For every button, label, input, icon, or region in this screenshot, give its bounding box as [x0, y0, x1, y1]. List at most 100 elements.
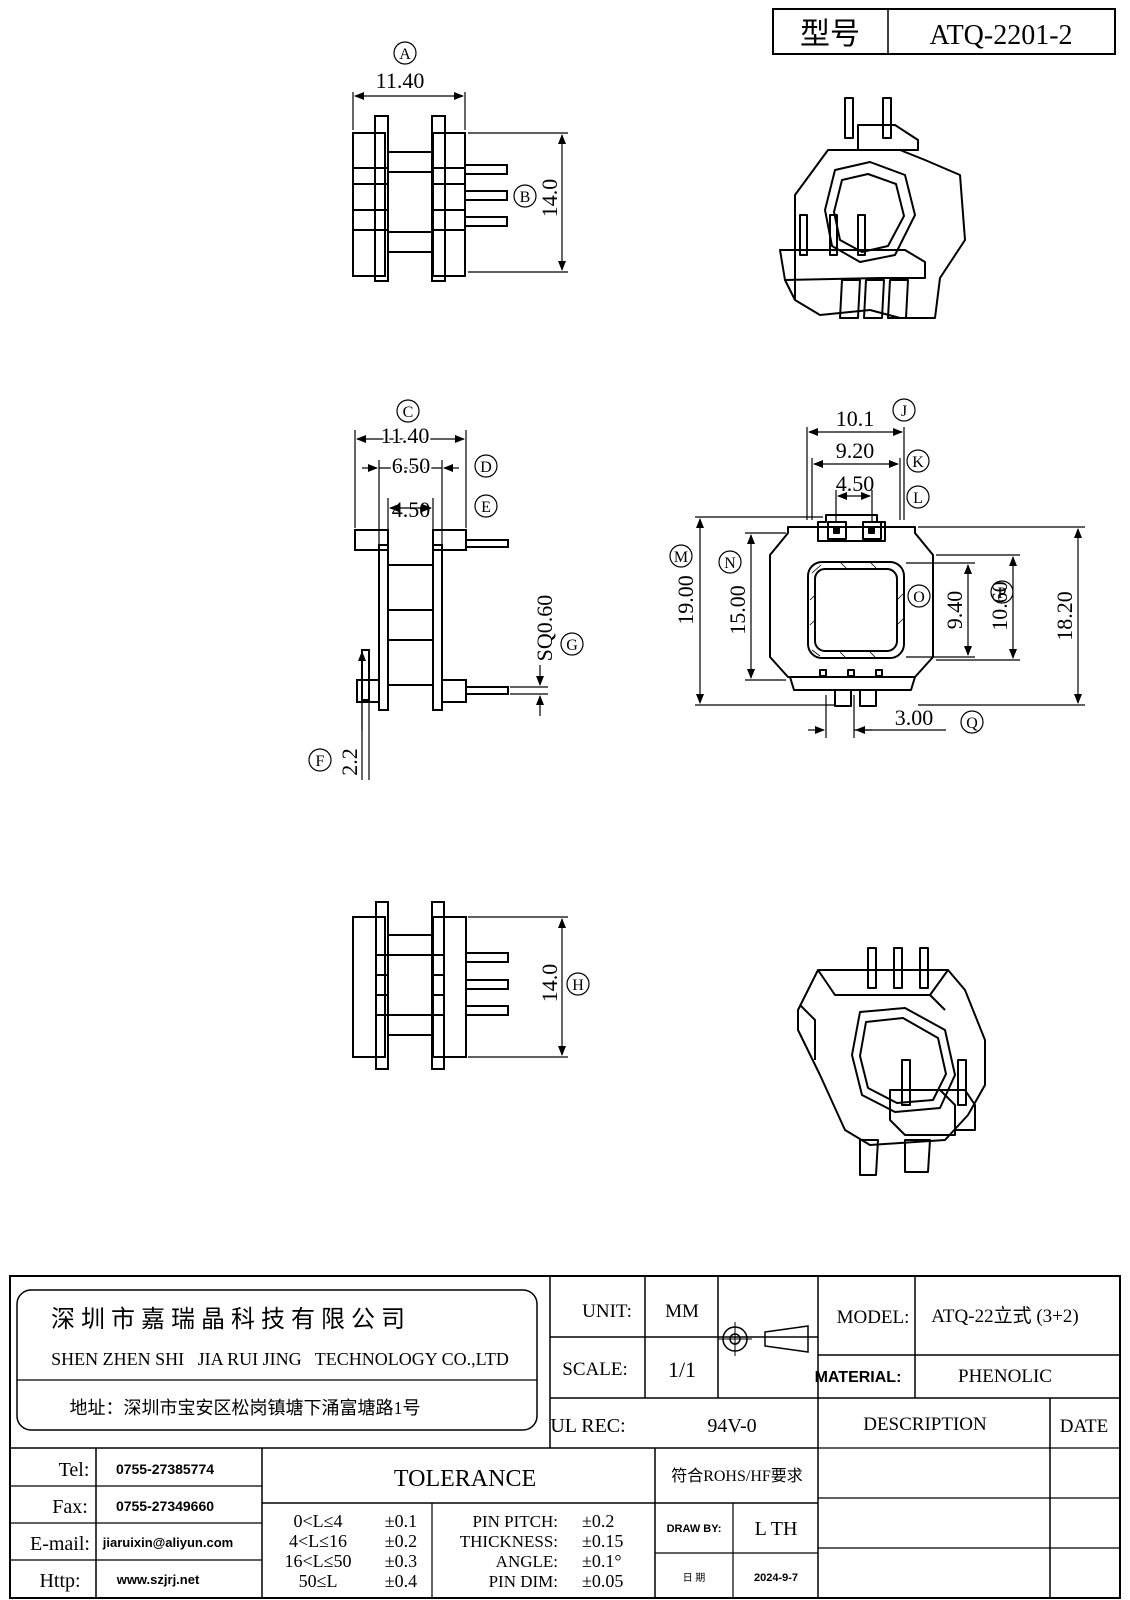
email-link[interactable]: jiaruixin@aliyun.com: [102, 1535, 233, 1550]
tel-value: 0755-27385774: [116, 1461, 214, 1477]
tolerance-ranges: 0<L≤4 ±0.1 4<L≤16 ±0.2 16<L≤50 ±0.3 50≤L…: [284, 1511, 417, 1591]
dim-p-label: P: [998, 585, 1007, 602]
fax-value: 0755-27349660: [116, 1498, 214, 1514]
tolerance-range-value: ±0.1: [385, 1511, 417, 1531]
tolerance-item-label: PIN DIM:: [489, 1572, 558, 1591]
view-side-middle: [354, 529, 509, 711]
email-label: E-mail:: [30, 1533, 90, 1555]
tolerance-range: 50≤L: [299, 1571, 338, 1591]
tel-label: Tel:: [59, 1459, 90, 1481]
dim-h-value: 14.0: [537, 964, 562, 1003]
date-label-cn: 日 期: [683, 1572, 706, 1584]
dim-g-label: G: [566, 637, 578, 654]
dim-q-label: Q: [966, 715, 978, 732]
dim-c-label: C: [403, 404, 414, 421]
dim-m: 19.00 M: [669, 516, 835, 706]
tolerance-item-value: ±0.2: [582, 1511, 614, 1531]
dim-c-value: 11.40: [381, 423, 430, 448]
dim-a-label: A: [399, 46, 411, 63]
model-label: 型号: [800, 18, 860, 51]
dim-m-value: 19.00: [673, 575, 698, 625]
tolerance-range: 0<L≤4: [293, 1511, 342, 1531]
dim-l-label: L: [913, 490, 923, 507]
dim-o: 9.40 O: [906, 562, 975, 658]
dim-h: 14.0 H: [468, 916, 590, 1058]
dim-n: 15.00 N: [718, 532, 786, 681]
dim-n-label: N: [724, 555, 736, 572]
tolerance-range-value: ±0.3: [385, 1551, 417, 1571]
view-side-top: [352, 115, 508, 282]
tolerance-items: PIN PITCH: ±0.2 THICKNESS: ±0.15 ANGLE: …: [460, 1511, 624, 1591]
material-label: MATERIAL:: [815, 1369, 902, 1386]
dim-m-label: M: [674, 549, 688, 566]
company-address: 地址：深圳市宝安区松岗镇塘下涌富塘路1号: [70, 1398, 421, 1418]
ul-label: UL REC:: [550, 1415, 625, 1437]
tolerance-item-value: ±0.1°: [582, 1551, 622, 1571]
model-title-box: 型号 ATQ-2201-2: [772, 8, 1116, 55]
front-coil-hatch: [809, 561, 904, 659]
dim-b-label: B: [520, 189, 531, 206]
dim-e-value: 4.50: [392, 497, 431, 522]
dim-o-value: 9.40: [942, 591, 967, 630]
projection-symbol-icon: [718, 1322, 809, 1356]
dim-d-label: D: [480, 459, 492, 476]
isometric-view-bottom: [797, 947, 986, 1176]
dim-k-value: 9.20: [836, 438, 875, 463]
dim-p: 10.60 P: [936, 554, 1020, 661]
dim-o-label: O: [913, 589, 925, 606]
tolerance-item-label: THICKNESS:: [460, 1532, 558, 1551]
tolerance-range: 16<L≤50: [284, 1551, 351, 1571]
fax-label: Fax:: [52, 1496, 88, 1518]
tolerance-range-value: ±0.4: [385, 1571, 417, 1591]
http-label: Http:: [39, 1570, 80, 1592]
view-side-bottom: [352, 901, 509, 1070]
dim-j-label: J: [901, 403, 907, 420]
dim-l: 4.50 L: [835, 471, 930, 522]
draw-by-label: DRAW BY:: [667, 1523, 722, 1535]
rohs-note: 符合ROHS/HF要求: [671, 1467, 803, 1485]
dim-q: 3.00 Q: [808, 695, 984, 738]
unit-value: MM: [665, 1301, 699, 1322]
unit-label: UNIT:: [582, 1301, 632, 1322]
model-number: ATQ-2201-2: [929, 20, 1072, 51]
dim-j: 10.1 J: [806, 398, 916, 520]
dim-b-value: 14.0: [537, 179, 562, 218]
dim-f-value: 2.2: [337, 748, 362, 776]
dim-l-value: 4.50: [836, 471, 875, 496]
dim-n-value: 15.00: [725, 585, 750, 635]
ul-value: 94V-0: [707, 1415, 756, 1437]
title-block: [9, 1275, 1121, 1599]
drawing-date: 2024-9-7: [754, 1572, 798, 1584]
dim-g: SQ0.60 G: [510, 595, 584, 716]
dim-e-label: E: [481, 499, 491, 516]
company-name-cn: 深 圳 市 嘉 瑞 晶 科 技 有 限 公 司: [51, 1306, 405, 1333]
dim-c: 11.40 C: [354, 399, 467, 528]
dim-r-value: 18.20: [1052, 591, 1077, 641]
dim-h-label: H: [572, 977, 584, 994]
dim-d: 6.50 D: [362, 451, 498, 545]
dim-g-value: SQ0.60: [532, 595, 557, 662]
description-label: DESCRIPTION: [863, 1414, 987, 1435]
scale-value: 1/1: [668, 1357, 696, 1382]
company-name-en: SHEN ZHEN SHI JIA RUI JING TECHNOLOGY CO…: [51, 1349, 509, 1369]
material-value: PHENOLIC: [958, 1366, 1052, 1387]
tolerance-range: 4<L≤16: [289, 1531, 347, 1551]
website-link[interactable]: www.szjrj.net: [116, 1572, 200, 1587]
dim-a: 11.40 A: [352, 41, 466, 130]
tolerance-item-value: ±0.15: [582, 1531, 623, 1551]
dim-e: 4.50 E: [387, 494, 498, 563]
isometric-view-top: [779, 97, 966, 319]
dim-j-value: 10.1: [836, 406, 875, 431]
dim-f-label: F: [316, 753, 325, 770]
date-label: DATE: [1060, 1416, 1109, 1437]
tolerance-item-label: PIN PITCH:: [473, 1512, 558, 1531]
draw-by-value: L TH: [755, 1518, 798, 1540]
model-field-label: MODEL:: [837, 1307, 910, 1328]
dim-b: 14.0 B: [468, 132, 568, 273]
model-field-value: ATQ-22立式 (3+2): [931, 1305, 1078, 1327]
dim-f: 2.2 F: [308, 650, 370, 780]
view-front: [769, 514, 934, 707]
tolerance-range-value: ±0.2: [385, 1531, 417, 1551]
dim-k-label: K: [912, 454, 924, 471]
